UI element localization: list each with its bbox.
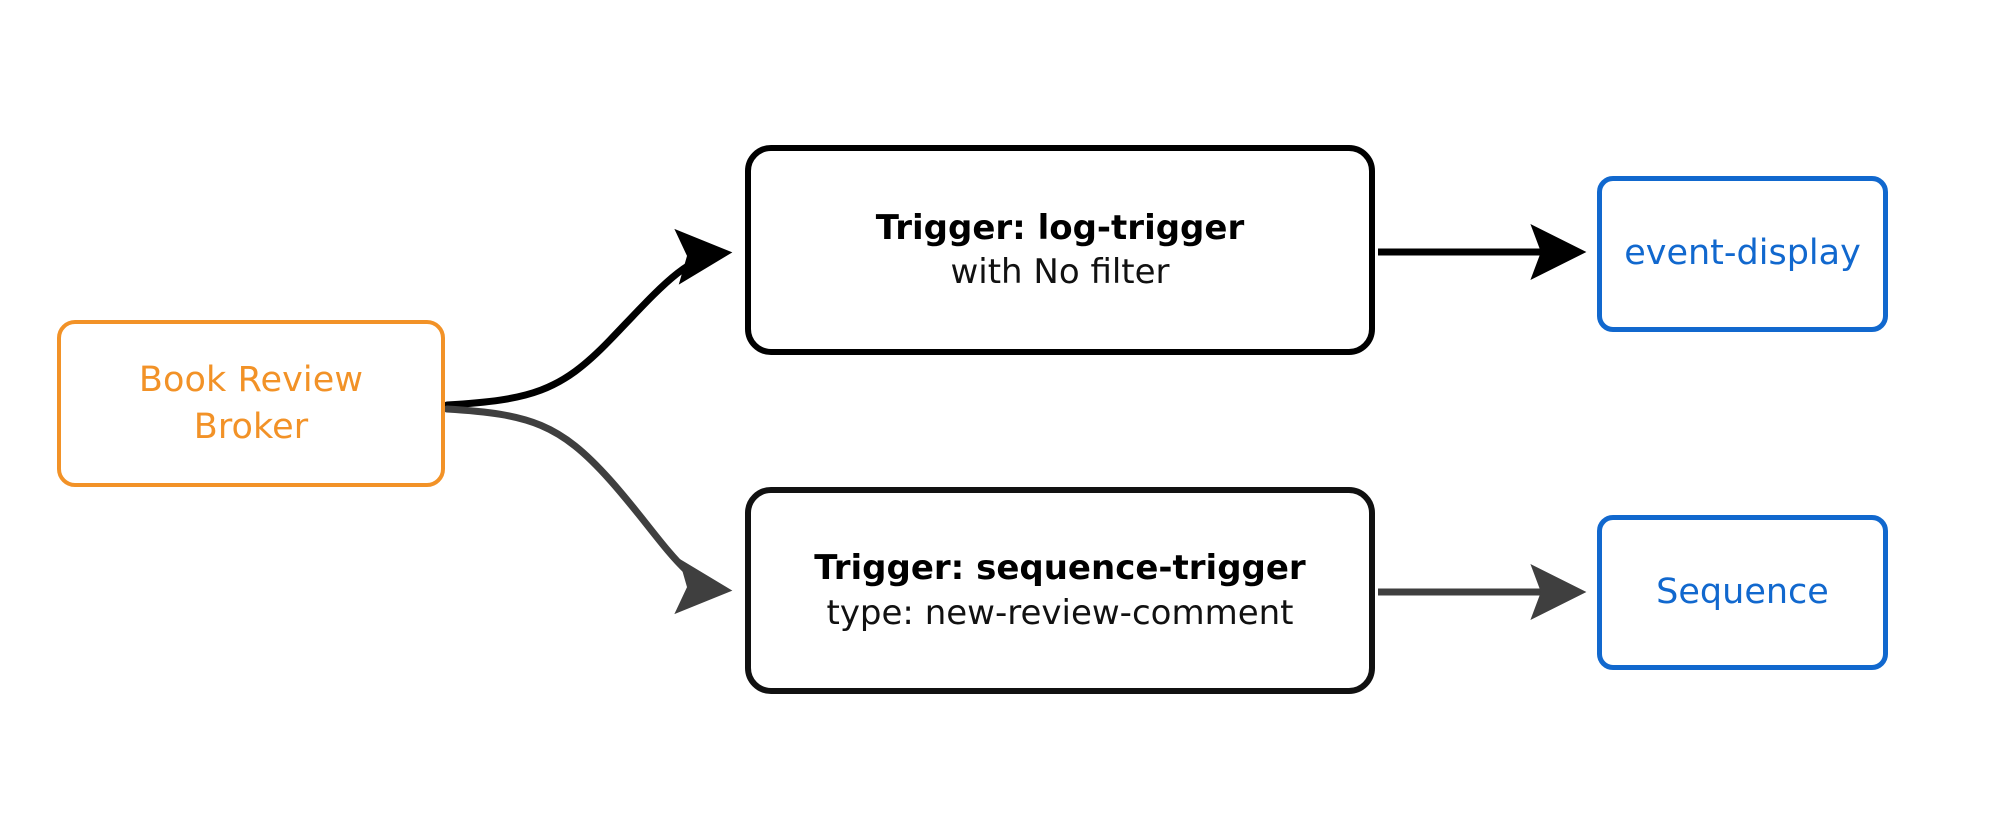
node-book-review-broker[interactable]: Book Review Broker (57, 320, 445, 487)
log-trigger-title: Trigger: log-trigger (875, 207, 1245, 248)
log-trigger-subtitle: with No filter (950, 252, 1170, 292)
edge-broker-to-log-trigger (443, 228, 733, 409)
node-sequence-trigger[interactable]: Trigger: sequence-trigger type: new-revi… (745, 487, 1375, 694)
broker-label-line2: Broker (193, 406, 309, 447)
broker-label-line1: Book Review (138, 360, 364, 401)
node-sequence[interactable]: Sequence (1597, 515, 1888, 670)
node-log-trigger[interactable]: Trigger: log-trigger with No filter (745, 145, 1375, 355)
sequence-label: Sequence (1656, 571, 1829, 612)
event-display-label: event-display (1624, 233, 1861, 274)
node-event-display[interactable]: event-display (1597, 176, 1888, 332)
edge-broker-to-sequence-trigger (443, 405, 733, 615)
sequence-trigger-subtitle: type: new-review-comment (826, 592, 1294, 633)
sequence-trigger-title: Trigger: sequence-trigger (814, 548, 1306, 589)
